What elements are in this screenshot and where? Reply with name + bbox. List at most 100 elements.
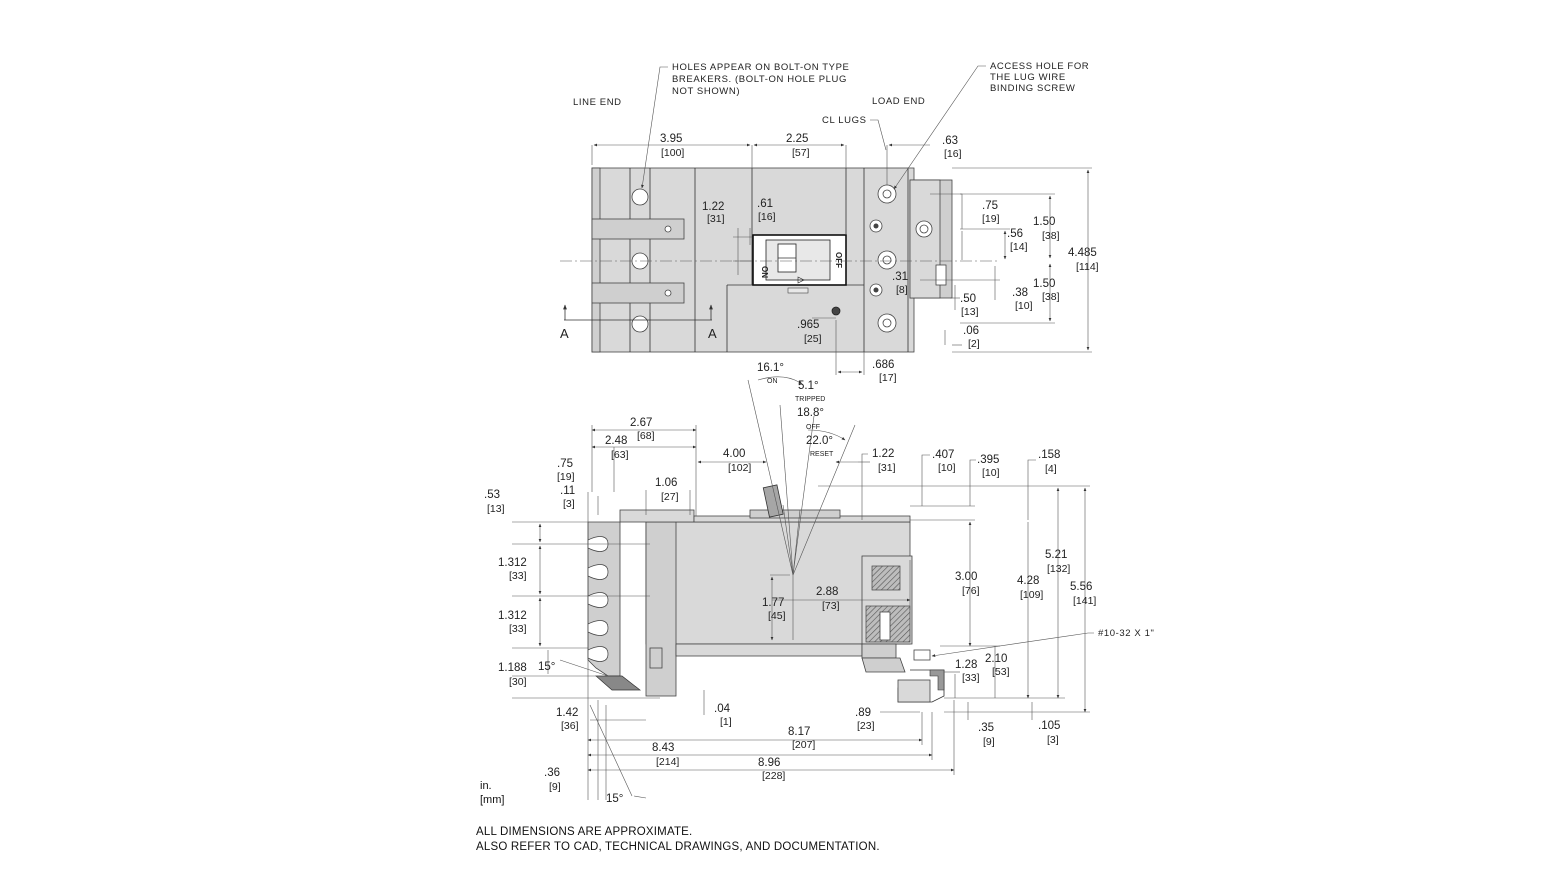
dim-0-53-mm: [13] (487, 503, 505, 515)
holes-note-1: HOLES APPEAR ON BOLT-ON TYPE (672, 62, 849, 73)
dim-0-105: .105 (1038, 720, 1060, 732)
dim-2-88: 2.88 (816, 586, 838, 598)
angle-on: 16.1° (757, 362, 784, 374)
dim-1-50-upper-mm: [38] (1042, 230, 1060, 242)
dim-2-10-mm: [53] (992, 666, 1010, 678)
label-reset: RESET (810, 451, 834, 458)
dim-0-06-mm: [2] (968, 338, 980, 350)
mounting-foot (595, 675, 642, 691)
dim-0-63-mm: [16] (944, 148, 962, 160)
access-note-2: THE LUG WIRE (990, 72, 1066, 83)
handle-face-on: ON (760, 266, 769, 278)
angle-tripped: 5.1° (798, 380, 819, 392)
dim-0-407-mm: [10] (938, 462, 956, 474)
dim-1-77-mm: [45] (768, 610, 786, 622)
dim-8-96: 8.96 (758, 757, 780, 769)
dim-1-06-mm: [27] (661, 491, 679, 503)
dim-8-43-mm: [214] (656, 756, 679, 768)
dim-0-31-mm: [8] (896, 284, 908, 296)
dim-5-21-mm: [132] (1047, 563, 1070, 575)
screw-note: #10-32 X 1" (1098, 628, 1154, 639)
footer-line-1: ALL DIMENSIONS ARE APPROXIMATE. (476, 826, 693, 838)
label-tripped: TRIPPED (795, 396, 825, 403)
dim-0-11: .11 (560, 485, 575, 497)
handle-icon-side (762, 484, 784, 518)
dim-1-77: 1.77 (762, 597, 784, 609)
dim-0-38: .38 (1012, 287, 1028, 299)
line-strap-lower (591, 282, 685, 304)
dim-1-28-mm: [33] (962, 672, 980, 684)
top-view: ON OFF A A LINE END LOAD END HOLES APPEA… (560, 61, 1092, 375)
dim-0-56-mm: [14] (1010, 241, 1028, 253)
dim-1-22: 1.22 (702, 201, 724, 213)
dim-4-28: 4.28 (1017, 575, 1039, 587)
dim-0-105-mm: [3] (1047, 734, 1059, 746)
dim-0-63: .63 (942, 135, 958, 147)
dim-0-686: .686 (872, 359, 894, 371)
dim-2-10: 2.10 (985, 653, 1007, 665)
dim-1-188-mm: [30] (509, 676, 527, 688)
dim-0-965: .965 (797, 319, 819, 331)
angle-foot-upper: 15° (538, 661, 555, 673)
bolt-on-hole-icon (631, 315, 649, 333)
dim-2-48-mm: [63] (611, 449, 629, 461)
dim-3-00: 3.00 (955, 571, 977, 583)
dim-0-56: .56 (1007, 228, 1023, 240)
line-end-edge (591, 167, 601, 353)
dim-4-00: 4.00 (723, 448, 745, 460)
load-end-label: LOAD END (872, 96, 925, 107)
dim-1-50-upper: 1.50 (1033, 216, 1055, 228)
dim-5-56-mm: [141] (1073, 595, 1096, 607)
footer-line-2: ALSO REFER TO CAD, TECHNICAL DRAWINGS, A… (476, 841, 880, 853)
dim-0-36-mm: [9] (549, 781, 561, 793)
dim-0-35-mm: [9] (983, 736, 995, 748)
access-note-3: BINDING SCREW (990, 83, 1075, 94)
dim-0-04: .04 (714, 703, 731, 715)
dim-0-75: .75 (557, 458, 573, 470)
access-note-1: ACCESS HOLE FOR (990, 61, 1089, 72)
dim-0-75-mm: [19] (557, 471, 575, 483)
dim-1-312-upper-mm: [33] (509, 570, 527, 582)
dim-3-95-mm: [100] (661, 147, 684, 159)
dim-0-75: .75 (982, 200, 998, 212)
dim-0-965-mm: [25] (804, 333, 822, 345)
dim-0-61-mm: [16] (758, 211, 776, 223)
dim-1-312-lower: 1.312 (498, 610, 527, 622)
dim-2-67: 2.67 (630, 417, 652, 429)
trip-arrow-icon (797, 276, 805, 284)
line-strap-upper (591, 218, 685, 240)
dim-0-50: .50 (960, 293, 976, 305)
angle-off: 18.8° (797, 407, 824, 419)
label-off: OFF (806, 424, 820, 431)
dim-3-00-mm: [76] (962, 585, 980, 597)
dim-3-95: 3.95 (660, 133, 682, 145)
mounting-screw-icon (913, 649, 931, 661)
dim-1-50-lower-mm: [38] (1042, 291, 1060, 303)
dim-1-188: 1.188 (498, 662, 527, 674)
dim-5-56: 5.56 (1070, 581, 1092, 593)
dim-0-395-mm: [10] (982, 467, 1000, 479)
dim-0-36: .36 (544, 767, 560, 779)
section-a-right: A (708, 326, 717, 341)
units-mm: [mm] (480, 794, 505, 806)
angle-reset: 22.0° (806, 435, 833, 447)
units-in: in. (480, 780, 492, 792)
dim-2-48: 2.48 (605, 435, 627, 447)
dim-1-22-mm: [31] (707, 213, 725, 225)
dim-0-89-mm: [23] (857, 720, 875, 732)
dim-0-158: .158 (1038, 449, 1060, 461)
label-on: ON (767, 378, 778, 385)
lug-screw-hatched (871, 565, 901, 591)
dim-0-50-mm: [13] (961, 306, 979, 318)
dim-1-42: 1.42 (556, 707, 578, 719)
dim-0-53: .53 (484, 489, 500, 501)
dim-1-06: 1.06 (655, 477, 677, 489)
dim-1-312-upper: 1.312 (498, 557, 527, 569)
dim-8-43: 8.43 (652, 742, 674, 754)
dim-4-485-mm: [114] (1076, 261, 1099, 273)
bolt-on-hole-icon (631, 188, 649, 206)
dim-0-89: .89 (855, 707, 871, 719)
side-view-dims: 16.1° ON 5.1° TRIPPED 18.8° OFF 22.0° RE… (484, 362, 1154, 805)
section-a-left: A (560, 326, 569, 341)
